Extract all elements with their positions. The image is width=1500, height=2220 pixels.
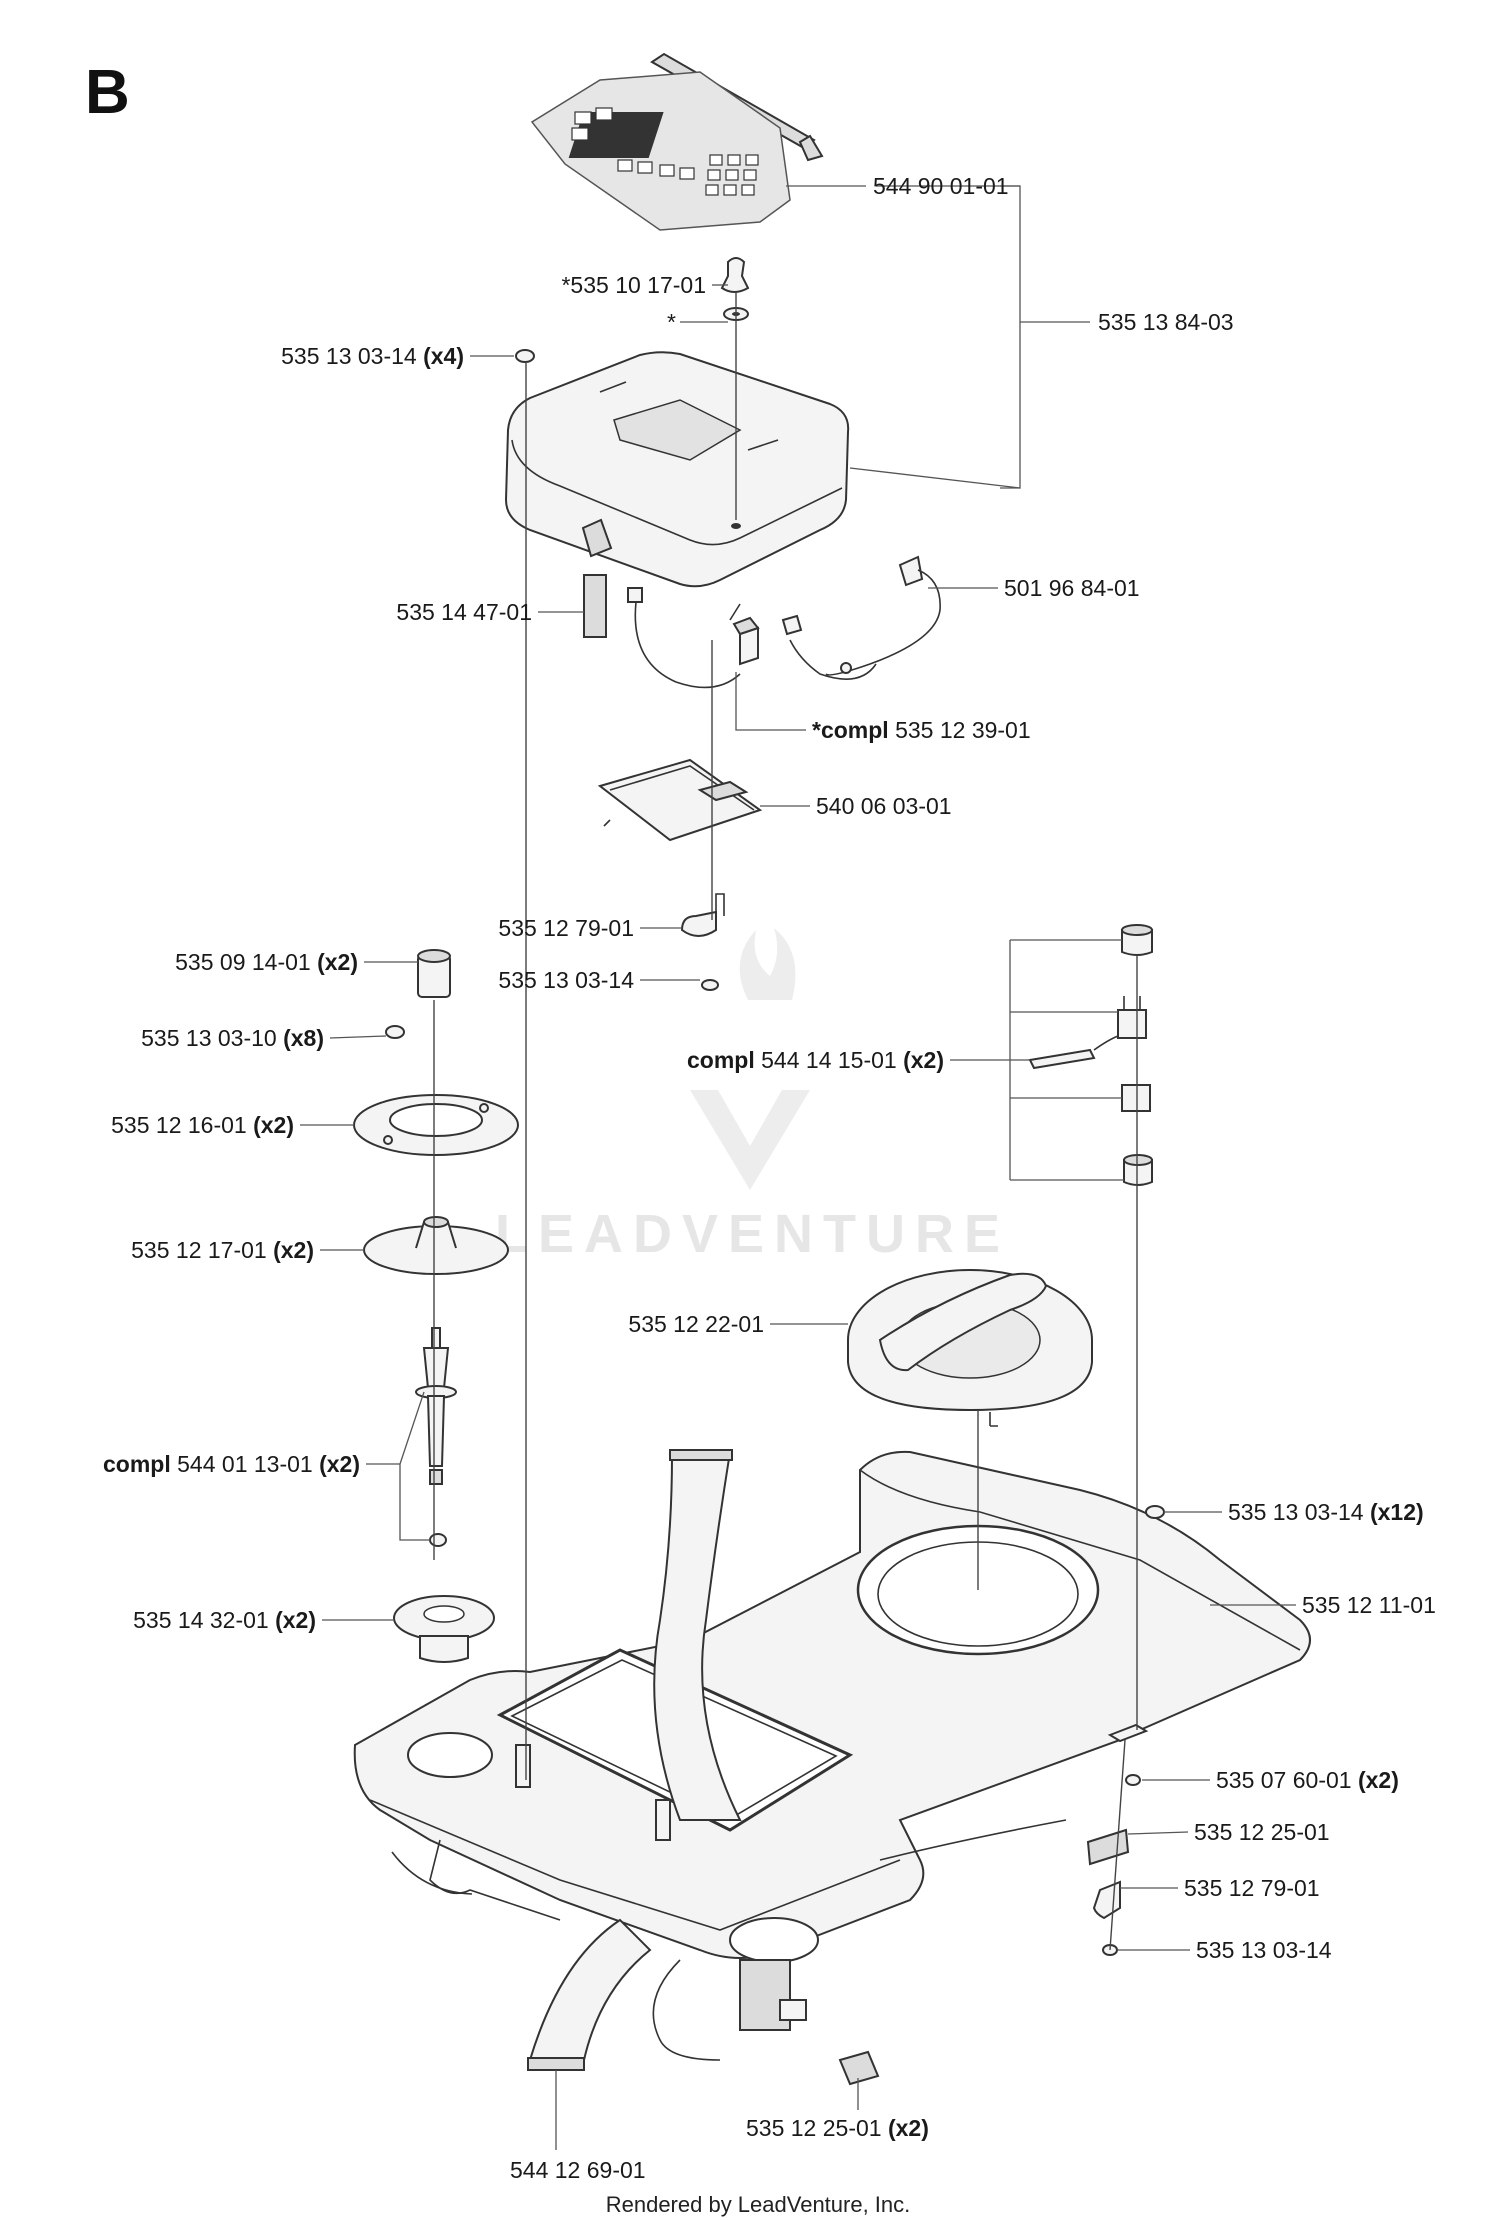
watermark: LEADVENTURE — [495, 928, 1010, 1264]
label-535-12-17-01: 535 12 17-01 (x2) — [131, 1237, 314, 1263]
label-535-12-25-01: 535 12 25-01 — [1194, 1819, 1330, 1845]
screw-illustration — [515, 349, 535, 363]
cover-illustration — [504, 351, 850, 588]
label-compl-544-14-15-01: compl 544 14 15-01 (x2) — [687, 1047, 944, 1073]
label-535-12-11-01: 535 12 11-01 — [1302, 1592, 1436, 1618]
lid-illustration — [847, 1269, 1093, 1427]
label-asterisk: * — [667, 309, 676, 335]
label-544-12-69-01: 544 12 69-01 — [510, 2157, 646, 2183]
label-535-13-84-03: 535 13 84-03 — [1098, 309, 1234, 335]
section-letter: B — [85, 58, 130, 127]
label-535-12-16-01: 535 12 16-01 (x2) — [111, 1112, 294, 1138]
label-544-90-01-01: 544 90 01-01 — [873, 173, 1009, 199]
label-535-13-03-10: 535 13 03-10 (x8) — [141, 1025, 324, 1051]
base-housing-illustration — [353, 1450, 1311, 2071]
knob-illustration — [720, 257, 750, 321]
label-535-13-03-14-center: 535 13 03-14 — [498, 967, 634, 993]
leader-lines — [300, 185, 1296, 2150]
label-compl-544-01-13-01: compl 544 01 13-01 (x2) — [103, 1451, 360, 1477]
label-535-14-47-01: 535 14 47-01 — [396, 599, 532, 625]
label-535-12-25-01-x2: 535 12 25-01 (x2) — [746, 2115, 929, 2141]
label-535-13-03-14-bottom: 535 13 03-14 — [1196, 1937, 1332, 1963]
label-540-06-03-01: 540 06 03-01 — [816, 793, 952, 819]
clip-illustration — [680, 893, 725, 991]
right-stack-illustration — [1028, 924, 1153, 1186]
label-535-10-17-01: *535 10 17-01 — [561, 272, 706, 298]
keypad-overlay-illustration — [530, 52, 824, 231]
label-535-12-22-01: 535 12 22-01 — [628, 1311, 764, 1337]
label-535-09-14-01: 535 09 14-01 (x2) — [175, 949, 358, 975]
ribbon-cable-illustration — [653, 1449, 742, 1821]
label-535-12-79-01-bottom: 535 12 79-01 — [1184, 1875, 1320, 1901]
footer-credit: Rendered by LeadVenture, Inc. — [606, 2192, 911, 2217]
cable-connector-illustration — [583, 574, 760, 689]
label-535-13-03-14-x4: 535 13 03-14 (x4) — [281, 343, 464, 369]
wire-harness-illustration — [781, 555, 941, 680]
label-compl-535-12-39-01: *compl 535 12 39-01 — [812, 717, 1031, 743]
part-labels: 544 90 01-01 *535 10 17-01 * 535 13 84-0… — [103, 173, 1436, 2183]
label-535-07-60-01: 535 07 60-01 (x2) — [1216, 1767, 1399, 1793]
label-535-12-79-01-top: 535 12 79-01 — [498, 915, 634, 941]
left-stack-illustration — [353, 949, 519, 1663]
label-535-14-32-01: 535 14 32-01 (x2) — [133, 1607, 316, 1633]
label-535-13-03-14-x12: 535 13 03-14 (x12) — [1228, 1499, 1424, 1525]
circuit-board-illustration — [597, 758, 763, 842]
watermark-text: LEADVENTURE — [495, 1204, 1010, 1264]
label-501-96-84-01: 501 96 84-01 — [1004, 575, 1140, 601]
